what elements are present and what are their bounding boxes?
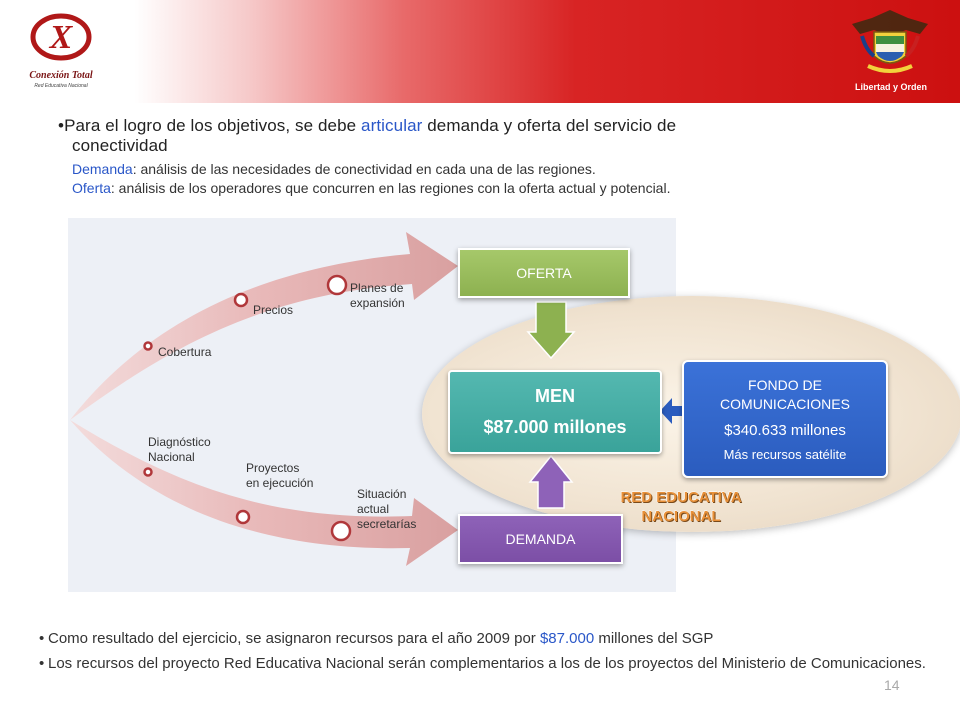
bullet-1-before: Como resultado del ejercicio, se asignar… bbox=[48, 630, 540, 647]
colombia-coat-of-arms-icon bbox=[852, 10, 928, 73]
oferta-text: : análisis de los operadores que concurr… bbox=[110, 180, 671, 196]
intro-paragraph: •Para el logro de los objetivos, se debe… bbox=[58, 116, 938, 156]
intro-text-after: demanda y oferta del servicio de bbox=[422, 116, 677, 135]
intro-text-before: Para el logro de los objetivos, se debe bbox=[64, 116, 362, 135]
bullet-1-amount: $87.000 bbox=[539, 630, 595, 647]
demanda-box: DEMANDA bbox=[458, 514, 623, 564]
demanda-text: : análisis de las necesidades de conecti… bbox=[132, 161, 596, 177]
men-box: MEN $87.000 millones bbox=[448, 370, 662, 454]
oferta-definition: Oferta: análisis de los operadores que c… bbox=[72, 179, 932, 198]
planes-marker-icon bbox=[326, 274, 348, 296]
precios-marker-icon bbox=[233, 292, 249, 308]
fondo-title: FONDO DE COMUNICACIONES bbox=[720, 377, 850, 412]
diagnostico-label: Diagnóstico Nacional bbox=[148, 435, 211, 464]
x-logo-icon: X bbox=[30, 13, 92, 61]
red-educativa-line-2: NACIONAL bbox=[641, 508, 721, 525]
demanda-to-men-arrow bbox=[528, 454, 574, 509]
demanda-label: Demanda bbox=[72, 161, 133, 177]
conexion-total-logo: X Conexión Total Red Educativa Nacional bbox=[9, 8, 112, 96]
cobertura-marker-icon bbox=[143, 341, 153, 351]
planes-label: Planes de expansión bbox=[350, 281, 405, 310]
red-educativa-line-1: RED EDUCATIVA bbox=[620, 489, 742, 506]
fondo-comunicaciones-box: FONDO DE COMUNICACIONES $340.633 millone… bbox=[682, 360, 888, 478]
page-number: 14 bbox=[884, 677, 900, 693]
lower-curved-arrow bbox=[70, 420, 458, 566]
svg-text:X: X bbox=[49, 19, 74, 56]
red-educativa-label: RED EDUCATIVA NACIONAL bbox=[596, 488, 766, 526]
precios-label: Precios bbox=[253, 303, 294, 317]
fondo-to-men-arrow bbox=[660, 398, 684, 424]
demanda-definition: Demanda: análisis de las necesidades de … bbox=[72, 160, 932, 179]
bullet-2: Los recursos del proyecto Red Educativa … bbox=[39, 655, 928, 672]
logo-subtitle: Red Educativa Nacional bbox=[34, 83, 88, 89]
upper-curved-arrow bbox=[70, 232, 458, 420]
bullet-1: Como resultado del ejercicio, se asignar… bbox=[39, 630, 928, 647]
fondo-amount: $340.633 millones bbox=[724, 422, 846, 439]
logo-title: Conexión Total bbox=[29, 70, 93, 81]
oferta-to-men-arrow bbox=[526, 301, 576, 360]
intro-definitions: Demanda: análisis de las necesidades de … bbox=[72, 160, 932, 198]
conclusion-bullets: Como resultado del ejercicio, se asignar… bbox=[39, 630, 928, 680]
header-banner: X Conexión Total Red Educativa Nacional … bbox=[0, 0, 960, 103]
men-title: MEN bbox=[535, 386, 575, 406]
bullet-1-after: millones del SGP bbox=[594, 630, 714, 647]
cobertura-label: Cobertura bbox=[158, 345, 212, 359]
fondo-note: Más recursos satélite bbox=[723, 447, 847, 462]
oferta-label: Oferta bbox=[72, 180, 111, 196]
proyectos-marker-icon bbox=[235, 509, 251, 525]
diagnostico-marker-icon bbox=[143, 467, 153, 477]
oferta-box: OFERTA bbox=[458, 248, 630, 298]
intro-line-2: conectividad bbox=[72, 136, 168, 155]
situacion-marker-icon bbox=[330, 520, 352, 542]
proyectos-label: Proyectos en ejecución bbox=[246, 461, 314, 490]
situacion-label: Situación actual secretarías bbox=[357, 487, 417, 531]
intro-accent-word: articular bbox=[361, 116, 423, 135]
men-amount: $87.000 millones bbox=[483, 417, 627, 437]
crest-motto: Libertad y Orden bbox=[854, 82, 927, 92]
intro-line-1: •Para el logro de los objetivos, se debe… bbox=[58, 116, 677, 135]
